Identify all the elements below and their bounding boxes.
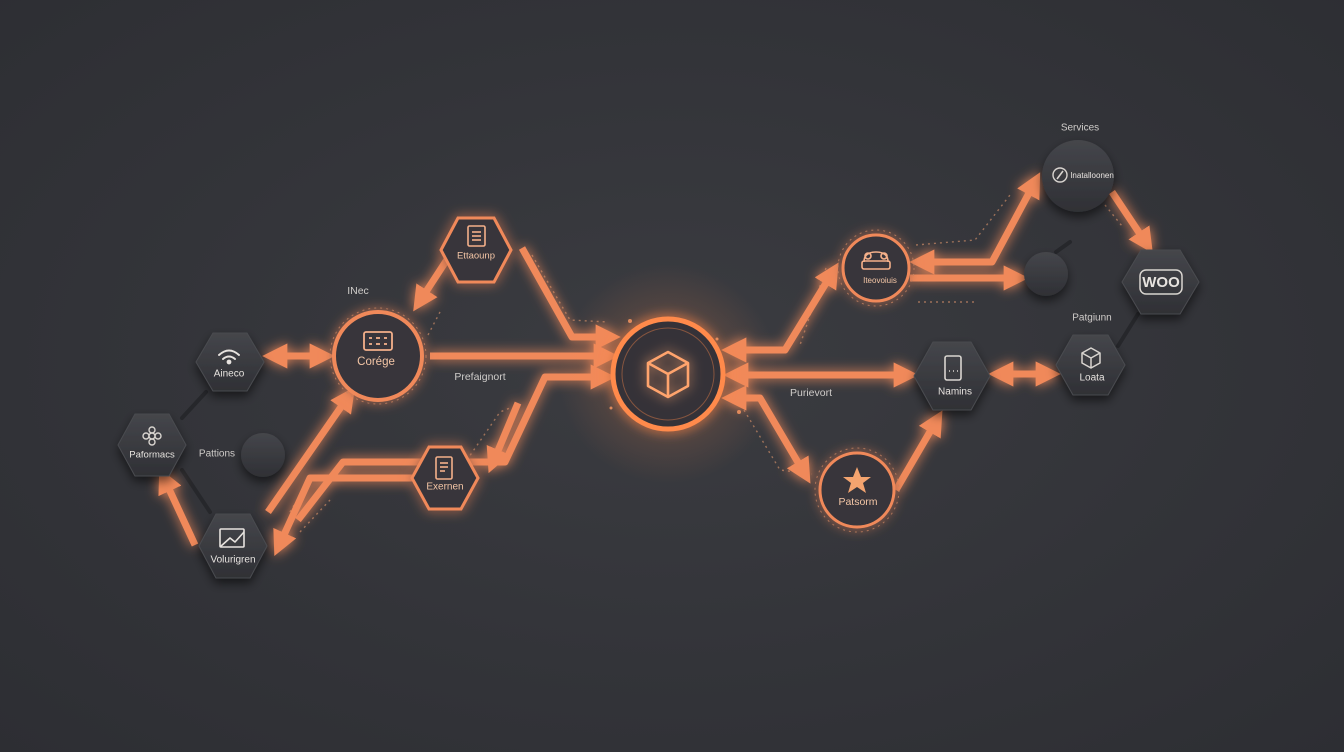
wifi-label: Aineco	[214, 369, 245, 380]
arrow-install-woo	[1109, 190, 1153, 254]
node-ettaounp[interactable]: Ettaounp	[439, 216, 513, 284]
wifi-icon	[218, 349, 240, 365]
document-icon	[467, 225, 486, 247]
box-icon	[1081, 347, 1101, 369]
node-exernen[interactable]: Exernen	[410, 445, 480, 511]
services-label: Services	[1061, 123, 1099, 134]
patgiunn-label: Patgiunn	[1072, 313, 1111, 324]
loata-label: Loata	[1079, 373, 1104, 384]
cube-icon	[646, 350, 690, 399]
arrow-vol-paforma	[158, 467, 199, 547]
core-label: Corége	[357, 356, 395, 368]
inec-label: INec	[347, 285, 369, 297]
node-wifi[interactable]: Aineco	[195, 332, 265, 392]
sparkles	[609, 319, 741, 414]
exernen-label: Exernen	[426, 482, 463, 493]
arrow-exam-vol	[273, 474, 412, 557]
node-patsorm[interactable]: Patsorm	[814, 447, 900, 533]
tool-icon	[1052, 167, 1068, 183]
arrow-topleft-core	[413, 256, 451, 312]
purievort-label: Purievort	[790, 387, 832, 399]
node-volurigren[interactable]: Volurigren	[198, 513, 268, 579]
star-icon	[843, 467, 871, 493]
node-loata[interactable]: Loata	[1055, 334, 1126, 396]
pattions-label: Pattions	[199, 449, 235, 460]
thin-connectors	[180, 240, 1140, 514]
dark-circle-node-right[interactable]	[1024, 252, 1068, 296]
arrow-hub-exam	[486, 401, 522, 474]
arrow-vol-core	[265, 386, 356, 514]
namins-label: Namins	[938, 387, 972, 398]
mail-chart-icon	[219, 528, 245, 548]
node-inatalloonen[interactable]: Inatalloonen	[1042, 140, 1114, 212]
patsorm-label: Patsorm	[838, 496, 877, 508]
arrow-patsom-nams	[892, 410, 943, 492]
central-hub[interactable]	[558, 264, 778, 484]
inatalloonen-label: Inatalloonen	[1070, 171, 1114, 180]
car-icon	[861, 251, 891, 270]
phone-icon	[944, 355, 962, 381]
tablet-icon	[435, 456, 453, 480]
paformacs-label: Paformacs	[129, 450, 175, 461]
volurigren-label: Volurigren	[210, 555, 255, 566]
node-iteovoiuis[interactable]: Iteovoiuis	[837, 229, 915, 307]
prefaignort-label: Prefaignort	[454, 371, 505, 383]
gear-flower-icon	[142, 426, 162, 446]
node-core[interactable]: Corége	[329, 307, 427, 405]
iteovoiuis-label: Iteovoiuis	[863, 276, 897, 285]
node-woo[interactable]: WOO	[1121, 249, 1200, 315]
node-namins[interactable]: Namins	[913, 341, 991, 411]
woo-label: WOO	[1142, 274, 1180, 291]
ettaounp-label: Ettaounp	[457, 251, 495, 262]
keyboard-icon	[363, 331, 393, 351]
arrow-right-install	[909, 172, 1041, 275]
node-paformacs[interactable]: Paformacs	[117, 413, 187, 477]
dark-circle-node-left[interactable]	[241, 433, 285, 477]
